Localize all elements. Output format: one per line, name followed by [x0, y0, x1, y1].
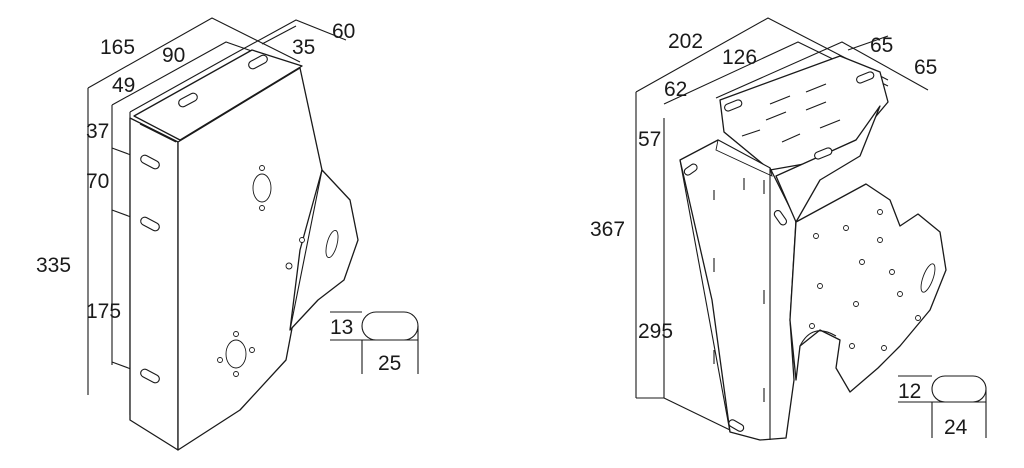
dim-label-90: 90 [162, 44, 185, 67]
left-slot [248, 54, 268, 70]
left-side-panel [177, 67, 323, 451]
left-slot-detail: 13 25 [330, 311, 419, 375]
right-top-plate [719, 55, 889, 171]
right-side-plate [789, 183, 947, 393]
left-top-flange [133, 49, 303, 141]
left-slot [140, 216, 160, 232]
dim-label-62: 62 [664, 78, 687, 101]
left-hole-small [259, 165, 265, 171]
left-hole-lower [225, 339, 247, 369]
dim-label-65b: 65 [914, 56, 937, 79]
left-hole-small [233, 331, 239, 337]
right-top-slot-line [769, 95, 791, 105]
detail-slot-shape [361, 311, 419, 341]
right-top-slot-line [805, 101, 827, 111]
dim-label-60: 60 [332, 20, 355, 43]
right-side-hole [877, 209, 883, 215]
right-side-hole [915, 315, 921, 321]
right-panel-slot [773, 209, 788, 226]
detail-label-12: 12 [898, 380, 921, 403]
dim-label-57: 57 [638, 128, 661, 151]
dim-label-37: 37 [86, 120, 109, 143]
left-hole-small [259, 205, 265, 211]
detail-slot-shape [931, 375, 987, 403]
left-hole-small [249, 347, 255, 353]
left-wing-plate [289, 169, 359, 331]
right-bracket: 202 126 65 65 62 57 367 295 12 24 [590, 17, 987, 441]
right-side-hole [849, 343, 855, 349]
dim-label-126: 126 [722, 46, 757, 69]
right-side-hole [877, 237, 883, 243]
right-side-hole [859, 259, 865, 265]
left-bracket: 165 90 60 49 35 37 70 335 175 13 25 [36, 17, 419, 451]
dim-label-165: 165 [100, 36, 135, 59]
left-wing-hole [299, 237, 305, 243]
right-side-hole [881, 345, 887, 351]
right-side-hole [809, 323, 815, 329]
dim-label-202: 202 [668, 30, 703, 53]
right-slot-detail: 12 24 [898, 375, 987, 439]
left-slot [140, 154, 160, 170]
right-side-hole [897, 291, 903, 297]
right-main-panel [679, 139, 797, 441]
dim-label-49: 49 [112, 74, 135, 97]
detail-label-25: 25 [378, 352, 401, 375]
left-hole-small [233, 371, 239, 377]
dim-label-35: 35 [292, 36, 315, 59]
dim-label-70: 70 [86, 170, 109, 193]
right-side-slot [920, 263, 936, 293]
right-side-hole [843, 225, 849, 231]
dim-label-65a: 65 [870, 34, 893, 57]
left-hole-small [285, 262, 293, 270]
detail-label-13: 13 [330, 316, 353, 339]
dim-label-295: 295 [638, 320, 673, 343]
left-hole-upper [252, 173, 272, 203]
dim-label-175: 175 [86, 300, 121, 323]
left-slot [178, 92, 198, 108]
left-wing-slot [325, 229, 339, 259]
right-side-hole [813, 233, 819, 239]
detail-label-24: 24 [944, 416, 968, 439]
right-panel-slot [728, 419, 745, 432]
right-top-slot-line [765, 111, 787, 121]
right-top-slot [724, 99, 743, 112]
right-top-slot [814, 147, 833, 160]
right-top-slot-line [741, 129, 761, 137]
right-side-hole [817, 283, 823, 289]
right-panel-slot [683, 163, 698, 176]
left-hole-small [217, 357, 223, 363]
dim-label-335: 335 [36, 254, 71, 277]
right-top-slot-line [805, 83, 827, 93]
right-top-slot-line [819, 119, 841, 129]
dim-label-367: 367 [590, 218, 625, 241]
right-side-hole [853, 301, 859, 307]
left-slot [140, 368, 160, 384]
right-top-slot [856, 71, 875, 84]
right-top-slot-line [781, 133, 801, 143]
right-side-hole [889, 269, 895, 275]
right-main-panel-edge [715, 139, 773, 177]
